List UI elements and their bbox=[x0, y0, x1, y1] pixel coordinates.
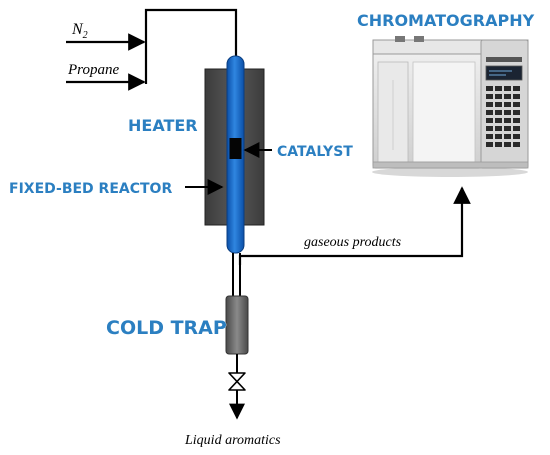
catalyst-bed bbox=[229, 138, 242, 159]
propane-label: Propane bbox=[67, 62, 119, 78]
inlet-lines bbox=[66, 8, 238, 91]
gaseous-products-line bbox=[238, 186, 471, 265]
heater-label: HEATER bbox=[128, 116, 198, 135]
n2-label: N2 bbox=[71, 21, 88, 41]
catalyst-label: CATALYST bbox=[277, 144, 353, 160]
gaseous-products-label: gaseous products bbox=[304, 235, 402, 250]
chromatography-label: CHROMATOGRAPHY bbox=[357, 11, 535, 30]
cold-trap-label: COLD TRAP bbox=[106, 317, 227, 339]
feed-manifold-line bbox=[144, 8, 238, 84]
cold-trap-vessel bbox=[225, 295, 249, 355]
fixed-bed-reactor-label: FIXED-BED REACTOR bbox=[9, 181, 172, 197]
drain-line bbox=[228, 354, 246, 420]
valve-icon bbox=[228, 372, 246, 391]
liquid-aromatics-label: Liquid aromatics bbox=[184, 433, 281, 448]
gas-chromatograph-icon bbox=[372, 36, 529, 177]
